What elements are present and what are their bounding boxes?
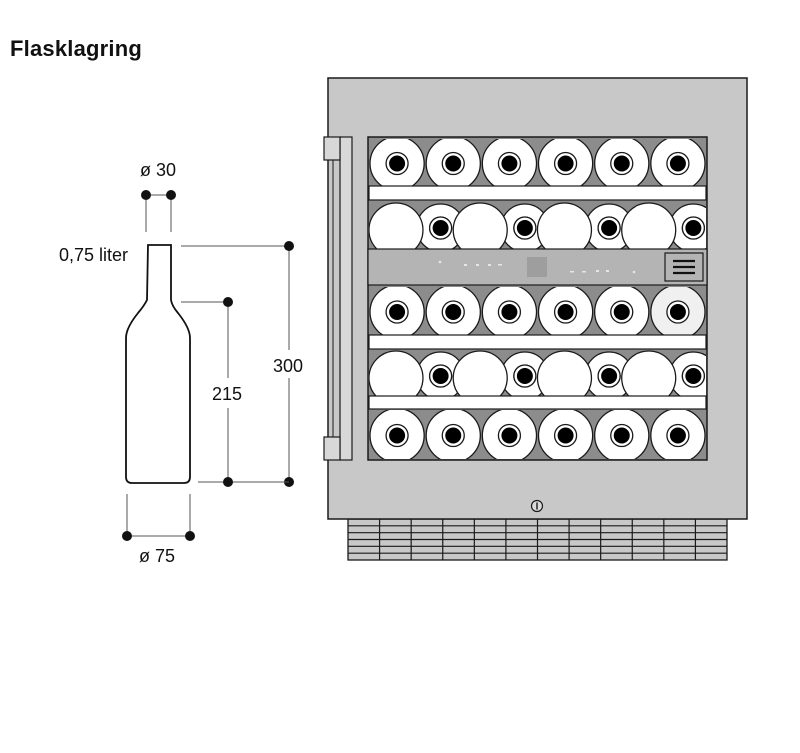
bottle-front bbox=[369, 139, 425, 186]
bottle-base bbox=[369, 350, 424, 396]
bottle-front bbox=[425, 410, 481, 459]
bottle-base bbox=[452, 202, 508, 249]
bottle-front bbox=[594, 287, 650, 335]
bottle-front bbox=[369, 410, 425, 459]
body-diameter-label: ø 75 bbox=[139, 546, 175, 566]
bottle-base bbox=[621, 350, 677, 396]
bottle-base bbox=[536, 350, 593, 396]
shelf-rail bbox=[368, 395, 707, 410]
shoulder-height-label: 215 bbox=[212, 384, 242, 404]
bottle-front bbox=[537, 139, 594, 186]
bottle-front bbox=[650, 139, 706, 186]
bottle-base bbox=[452, 350, 508, 396]
bottle-base bbox=[621, 202, 677, 249]
bottle-neck-ring bbox=[681, 216, 706, 240]
bottle-neck-ring bbox=[513, 364, 537, 388]
control-panel-indicators bbox=[438, 260, 636, 274]
bottle-neck-ring bbox=[597, 364, 621, 388]
bottle-front bbox=[481, 410, 538, 459]
shelf-row bbox=[369, 350, 706, 396]
shelf-rail bbox=[368, 334, 707, 350]
bottle-front bbox=[481, 287, 538, 335]
page-title: Flasklagring bbox=[10, 36, 142, 61]
bottle-dimension-drawing: ø 30 0,75 liter 300 215 bbox=[59, 160, 303, 566]
shelf-row bbox=[369, 202, 706, 249]
lock-icon[interactable] bbox=[530, 499, 544, 513]
bottle-front bbox=[537, 287, 594, 335]
total-height-label: 300 bbox=[273, 356, 303, 376]
wine-cabinet bbox=[323, 77, 748, 561]
menu-button[interactable] bbox=[664, 252, 704, 282]
ventilation-grille bbox=[347, 518, 728, 561]
total-height-dimension: 300 bbox=[181, 241, 303, 487]
bottle-outline bbox=[125, 244, 191, 484]
bottle-neck-ring bbox=[428, 216, 453, 240]
bottle-front bbox=[594, 410, 650, 459]
bottle-base bbox=[369, 202, 424, 249]
neck-diameter-label: ø 30 bbox=[140, 160, 176, 180]
body-diameter-dimension: ø 75 bbox=[122, 494, 195, 566]
shelf-row bbox=[369, 410, 706, 459]
neck-diameter-dimension: ø 30 bbox=[140, 160, 176, 232]
bottle-front bbox=[537, 410, 594, 459]
bottle-front bbox=[650, 287, 706, 335]
bottle-neck-ring bbox=[428, 364, 453, 388]
bottle-front bbox=[425, 287, 481, 335]
shelf-row bbox=[369, 139, 706, 186]
bottle-neck-ring bbox=[597, 216, 621, 240]
shelf-rail bbox=[368, 185, 707, 201]
menu-icon bbox=[673, 259, 695, 275]
shelves bbox=[368, 139, 707, 459]
bottle-front bbox=[594, 139, 650, 186]
volume-label: 0,75 liter bbox=[59, 245, 128, 265]
bottle-front bbox=[481, 139, 538, 186]
display-square bbox=[527, 257, 547, 277]
bottle-neck-ring bbox=[681, 364, 706, 388]
control-panel bbox=[367, 248, 708, 286]
bottle-front bbox=[650, 410, 706, 459]
bottle-front bbox=[425, 139, 481, 186]
bottle-neck-ring bbox=[513, 216, 537, 240]
shoulder-height-dimension: 215 bbox=[181, 297, 289, 487]
shelf-row bbox=[369, 287, 706, 335]
door-handle bbox=[323, 136, 353, 461]
bottle-base bbox=[536, 202, 593, 249]
bottle-front bbox=[369, 287, 425, 335]
